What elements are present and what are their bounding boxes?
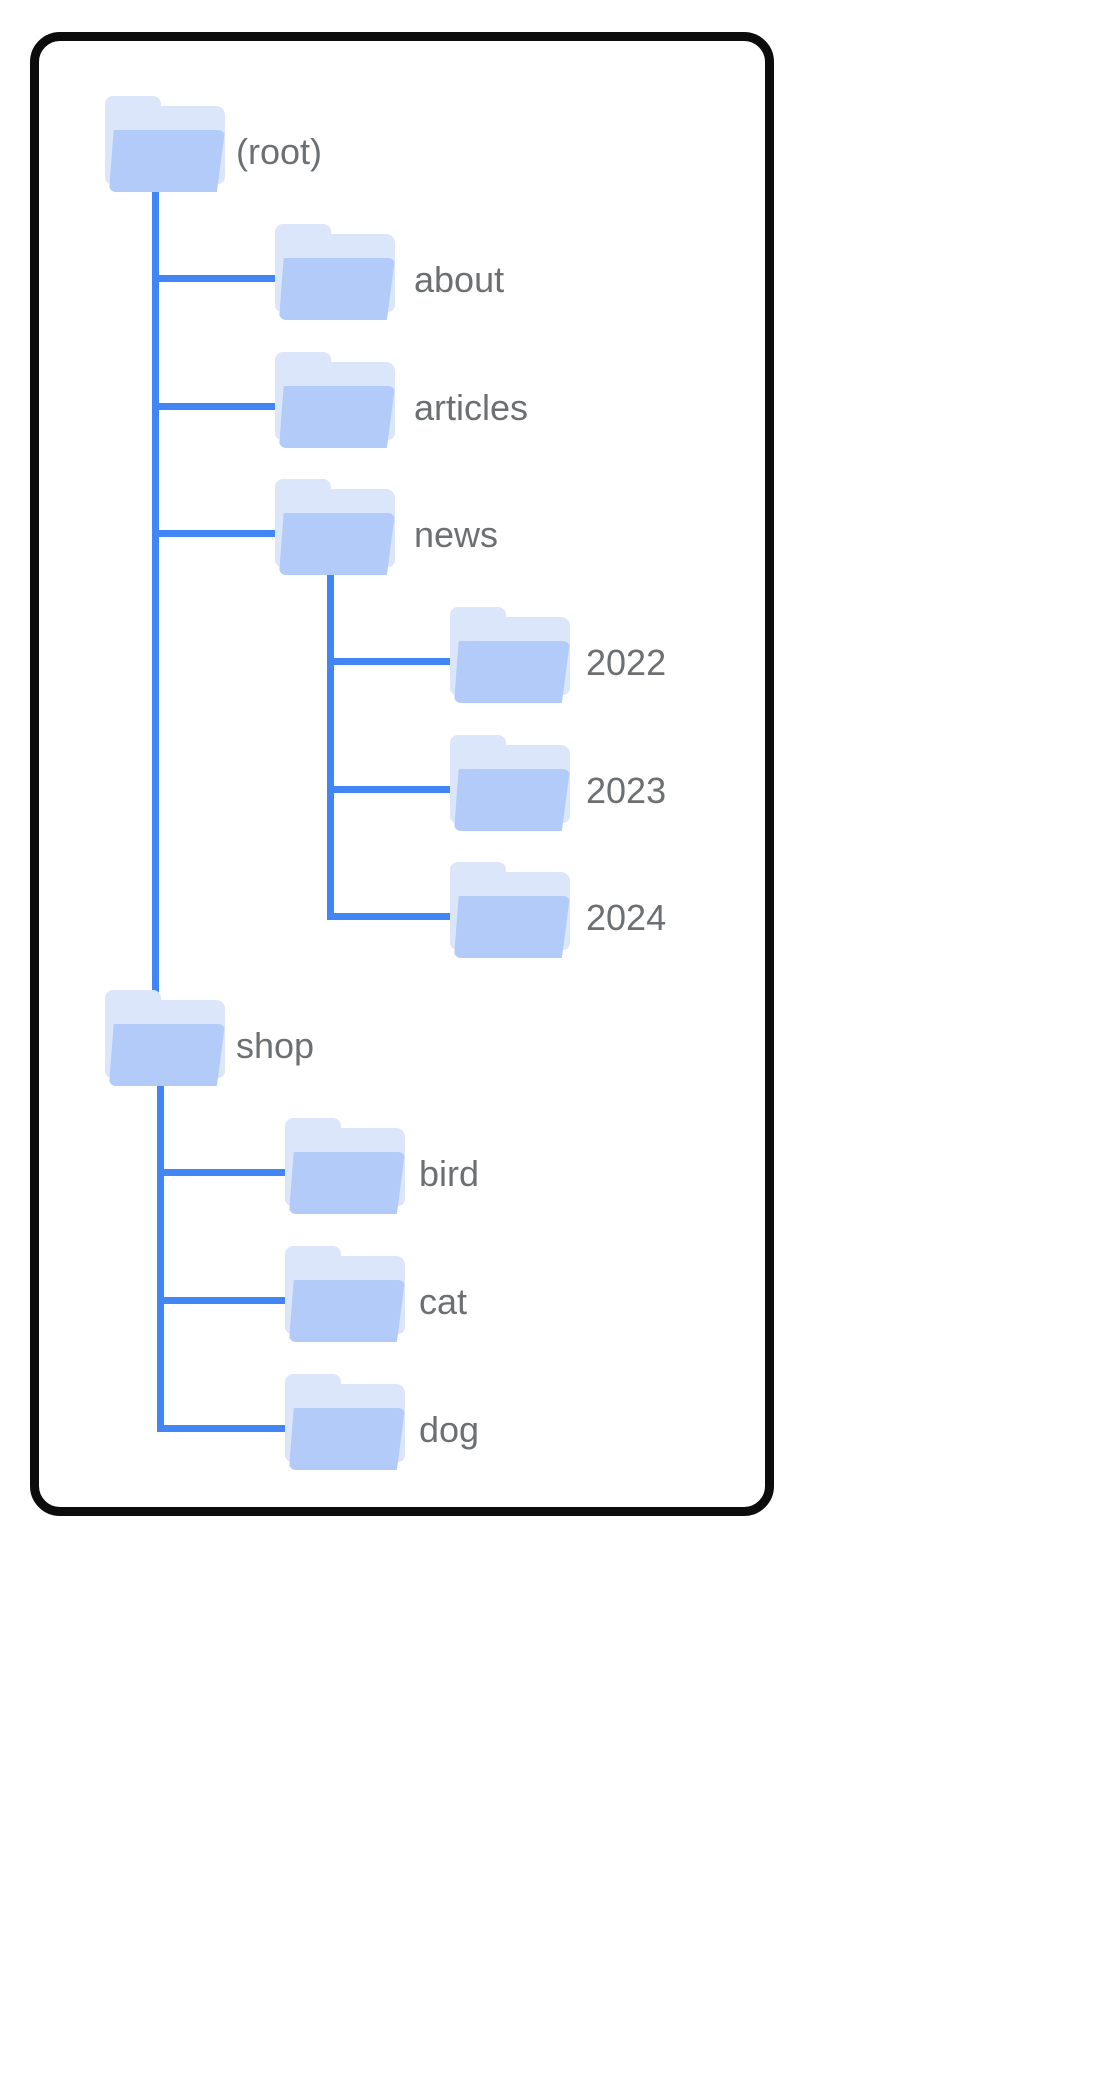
tree-connector-shop-to-cat (157, 1297, 285, 1304)
tree-connector-shop-to-bird (157, 1169, 285, 1176)
folder-front-panel (454, 641, 570, 703)
tree-connector-news-to-2023 (327, 786, 450, 793)
folder-front-panel (454, 769, 570, 831)
folder-front-panel (109, 1024, 225, 1086)
tree-connector-news-to-2022 (327, 658, 450, 665)
folder-icon[interactable] (450, 735, 570, 831)
tree-connector-news-to-2024 (327, 913, 450, 920)
folder-icon[interactable] (450, 607, 570, 703)
folder-icon[interactable] (275, 224, 395, 320)
tree-node-label-cat: cat (419, 1281, 468, 1322)
folder-front-panel (279, 386, 395, 448)
tree-connector-shop-to-dog (157, 1425, 285, 1432)
folder-icon[interactable] (105, 990, 225, 1086)
tree-stem-root-stem (152, 180, 159, 1041)
folder-front-panel (289, 1408, 405, 1470)
folder-front-panel (454, 896, 570, 958)
folder-front-panel (289, 1152, 405, 1214)
tree-stem-news-stem (327, 563, 334, 913)
folder-front-panel (279, 513, 395, 575)
tree-node-label-root: (root) (236, 131, 323, 172)
tree-node-label-about: about (414, 259, 505, 300)
tree-node-label-dog: dog (419, 1409, 480, 1450)
folder-front-panel (279, 258, 395, 320)
tree-node-label-articles: articles (414, 387, 529, 428)
tree-connector-root-to-articles (152, 403, 275, 410)
folder-icon[interactable] (275, 352, 395, 448)
tree-node-label-2024: 2024 (586, 897, 667, 938)
folder-icon[interactable] (285, 1374, 405, 1470)
tree-node-label-shop: shop (236, 1025, 315, 1066)
folder-icon[interactable] (450, 862, 570, 958)
tree-node-label-bird: bird (419, 1153, 480, 1194)
folder-front-panel (109, 130, 225, 192)
tree-node-label-2022: 2022 (586, 642, 667, 683)
folder-icon[interactable] (285, 1246, 405, 1342)
tree-stem-shop-stem (157, 1074, 164, 1425)
tree-node-label-2023: 2023 (586, 770, 667, 811)
tree-connector-root-to-about (152, 275, 275, 282)
tree-connector-root-to-news (152, 530, 275, 537)
folder-icon[interactable] (105, 96, 225, 192)
folder-icon[interactable] (275, 479, 395, 575)
tree-node-label-news: news (414, 514, 499, 555)
folder-icon[interactable] (285, 1118, 405, 1214)
folder-front-panel (289, 1280, 405, 1342)
